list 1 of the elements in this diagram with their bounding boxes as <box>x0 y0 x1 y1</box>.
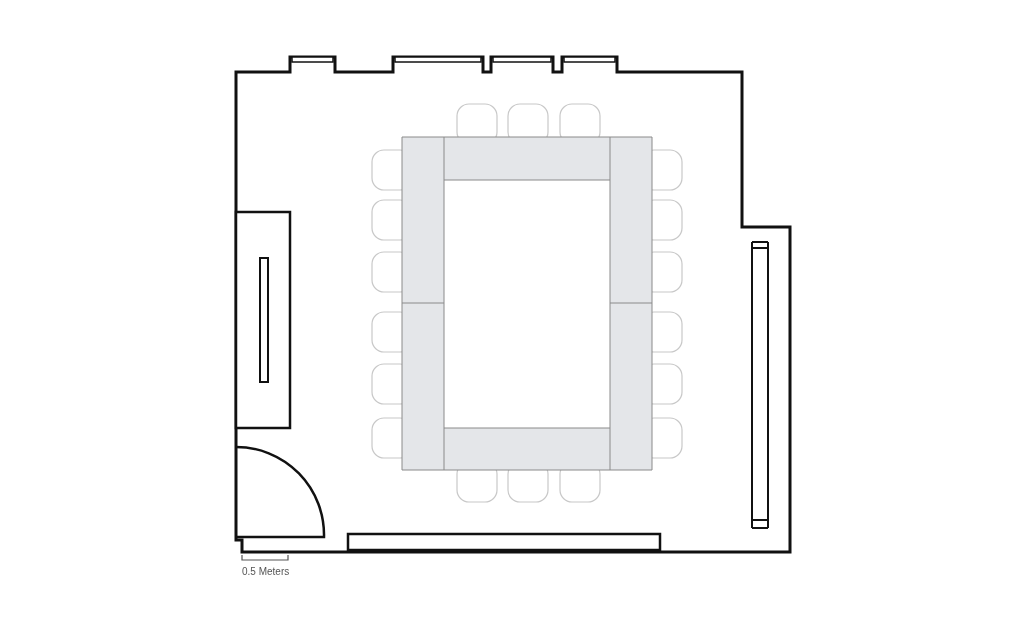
scale-label: 0.5 Meters <box>242 566 290 578</box>
